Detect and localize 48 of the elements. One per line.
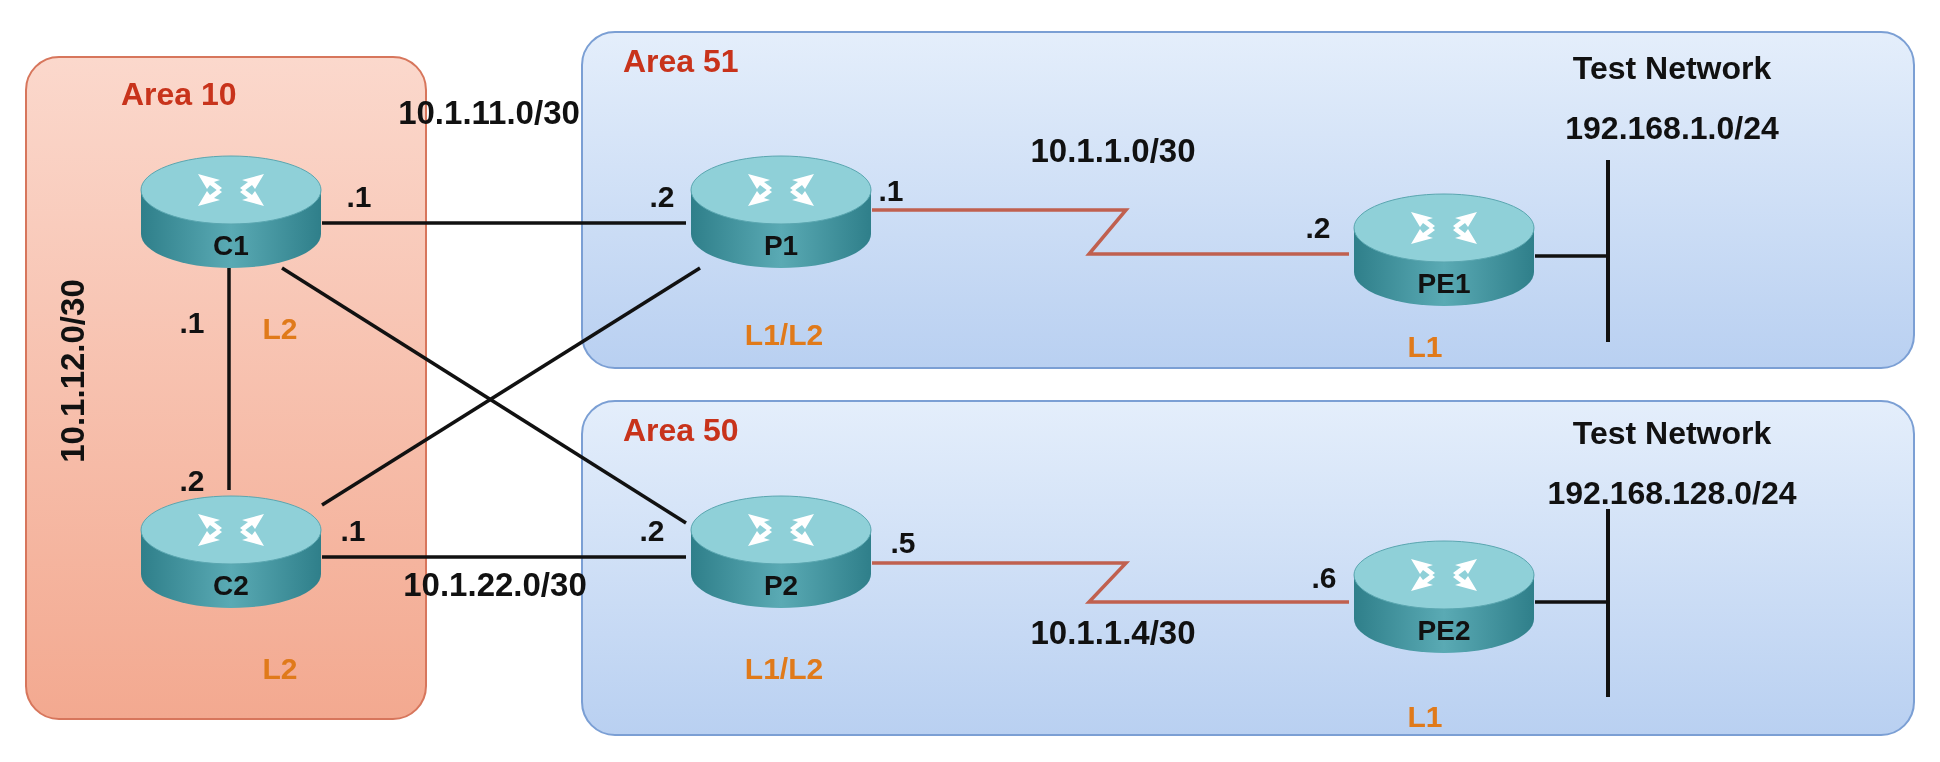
router-drawing <box>1351 190 1537 308</box>
subnet-label: 192.168.128.0/24 <box>1546 477 1798 509</box>
interface-label: .2 <box>1305 213 1331 243</box>
area-title: Area 50 <box>623 414 739 446</box>
router-drawing <box>1351 537 1537 655</box>
router-name: PE2 <box>1416 617 1472 645</box>
network-name: Test Network <box>1571 52 1773 84</box>
link-line <box>321 266 701 507</box>
interface-label: .1 <box>878 176 904 206</box>
interface-label: .1 <box>340 516 366 546</box>
level-label: L1/L2 <box>744 320 824 350</box>
router-name: C1 <box>212 232 250 260</box>
level-label: L1/L2 <box>744 654 824 684</box>
router-drawing <box>688 492 874 610</box>
router-name: C2 <box>212 572 250 600</box>
edge-label: 10.1.12.0/30 <box>55 279 89 463</box>
link-line <box>322 555 686 559</box>
router-drawing <box>138 152 324 270</box>
level-label: L2 <box>262 654 298 684</box>
serial-link <box>872 561 1349 604</box>
edge-label: 10.1.1.0/30 <box>1030 133 1196 167</box>
interface-label: .2 <box>179 466 205 496</box>
level-label: L2 <box>262 314 298 344</box>
router-name: P2 <box>762 572 800 600</box>
interface-label: .6 <box>1311 563 1337 593</box>
link-line <box>1535 254 1606 258</box>
area-title: Area 51 <box>623 45 739 77</box>
link-line <box>1535 600 1606 604</box>
link-line <box>227 268 231 490</box>
area-title: Area 10 <box>121 78 237 110</box>
level-label: L1 <box>1407 702 1443 732</box>
router-name: P1 <box>762 232 800 260</box>
interface-label: .1 <box>346 182 372 212</box>
interface-label: .2 <box>649 182 675 212</box>
serial-link <box>872 208 1349 256</box>
interface-label: .2 <box>639 516 665 546</box>
interface-label: .5 <box>890 528 916 558</box>
router-drawing <box>138 492 324 610</box>
router-name: PE1 <box>1416 270 1472 298</box>
area-box <box>581 31 1915 369</box>
network-name: Test Network <box>1571 417 1773 449</box>
link-line <box>322 221 686 225</box>
level-label: L1 <box>1407 332 1443 362</box>
link-line <box>281 266 687 525</box>
edge-label: 10.1.1.4/30 <box>1030 615 1196 649</box>
subnet-label: 192.168.1.0/24 <box>1564 112 1780 144</box>
router-drawing <box>688 152 874 270</box>
interface-label: .1 <box>179 308 205 338</box>
